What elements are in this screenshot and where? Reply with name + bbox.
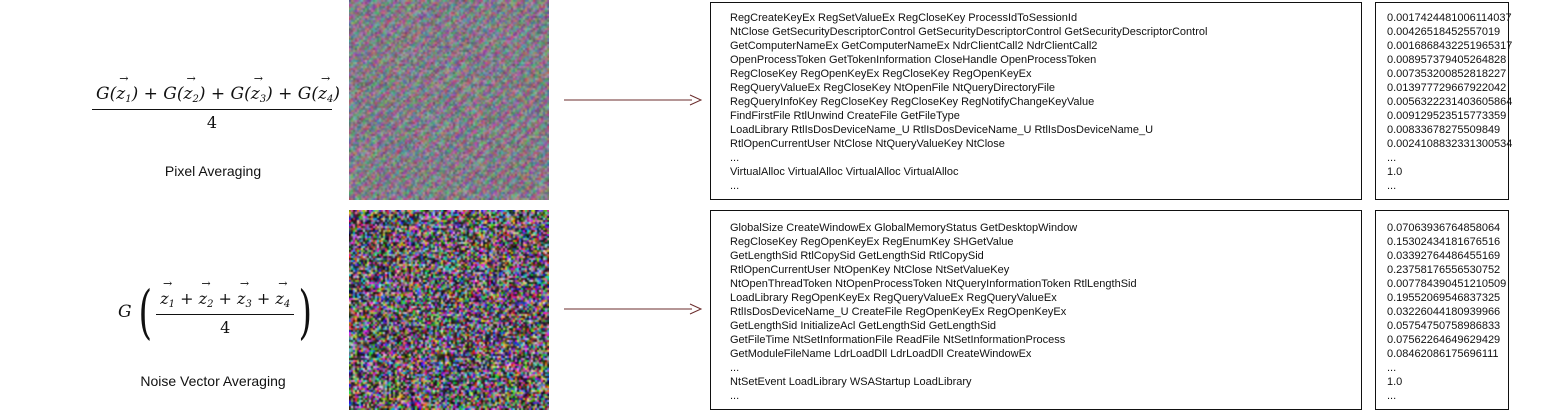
score-value-line: 0.009129523515773359 <box>1387 110 1507 122</box>
api-call-sequence-line: VirtualAlloc VirtualAlloc VirtualAlloc V… <box>730 166 959 178</box>
score-value-line: 0.05754750758986833 <box>1387 320 1501 332</box>
pixel-averaging-values-box: 0.0017424481006114037 0.00426518452557019… <box>1375 2 1513 200</box>
score-value-line: 0.07063936764858064 <box>1387 222 1501 234</box>
api-call-sequence-line: GlobalSize CreateWindowEx GlobalMemorySt… <box>730 222 1078 234</box>
api-call-sequence-line: RtlOpenCurrentUser NtOpenKey NtClose NtS… <box>730 264 1010 276</box>
score-value-line: 0.0017424481006114037 <box>1387 12 1512 24</box>
score-value-line: 0.07562264649629429 <box>1387 334 1501 346</box>
score-value-line: 0.23758176556530752 <box>1387 264 1501 276</box>
api-call-sequence-line: GetLengthSid InitializeAcl GetLengthSid … <box>730 320 997 332</box>
noise-vector-averaging-caption: Noise Vector Averaging <box>140 373 286 389</box>
score-value-line: 0.19552069546837325 <box>1387 292 1501 304</box>
api-call-sequence-line: LoadLibrary RegOpenKeyEx RegQueryValueEx… <box>730 292 1057 304</box>
score-value-line: 1.0 <box>1387 166 1403 178</box>
pixel-averaging-formula: G(z1) + G(z2) + G(z3) + G(z4) 4 <box>92 72 340 132</box>
api-call-sequence-line: ... <box>730 180 740 192</box>
score-value-line: 0.0056322231403605864 <box>1387 96 1513 108</box>
score-value-line: 0.00895737940526482​8 <box>1387 54 1507 66</box>
score-value-line: 0.08462086175696111 <box>1387 348 1499 360</box>
api-call-sequence-line: GetComputerNameEx GetComputerNameEx NdrC… <box>730 40 1098 52</box>
noise-averaging-values-box: 0.07063936764858064 0.15302434181676516 0.… <box>1375 210 1509 410</box>
api-call-sequence-line: RegQueryInfoKey RegCloseKey RegCloseKey … <box>730 96 1095 108</box>
score-value-line: 0.007784390451210509 <box>1387 278 1507 290</box>
api-call-sequence-line: NtSetEvent LoadLibrary WSAStartup LoadLi… <box>730 376 972 388</box>
pixel-averaged-noise-image <box>349 0 549 200</box>
api-call-sequence-line: ... <box>730 362 740 374</box>
api-call-sequence-line: RegCreateKeyEx RegSetValueEx RegCloseKey… <box>730 12 1078 24</box>
score-value-line: 0.15302434181676516 <box>1387 236 1501 248</box>
api-call-sequence-line: GetFileTime NtSetInformationFile ReadFil… <box>730 334 1066 346</box>
pixel-averaging-api-calls-box: RegCreateKeyEx RegSetValueEx RegCloseKey… <box>710 2 1362 200</box>
api-call-sequence-line: RegCloseKey RegOpenKeyEx RegEnumKey SHGe… <box>730 236 1014 248</box>
noise-averaging-api-calls-box: GlobalSize CreateWindowEx GlobalMemorySt… <box>710 210 1362 410</box>
score-value-line: ... <box>1387 152 1397 164</box>
noise-vector-averaged-image <box>349 210 549 410</box>
pixel-averaging-caption: Pixel Averaging <box>164 163 262 179</box>
arrow-to-pixel-calls <box>564 94 703 106</box>
score-value-line: 0.007353200852818227 <box>1387 68 1507 80</box>
arrow-to-noise-calls <box>564 303 703 315</box>
score-value-line: ... <box>1387 362 1397 374</box>
api-call-sequence-line: RegCloseKey RegOpenKeyEx RegCloseKey Reg… <box>730 68 1032 80</box>
score-value-line: 0.00426518452557019 <box>1387 26 1501 38</box>
score-value-line: 1.0 <box>1387 376 1403 388</box>
api-call-sequence-line: RtlIsDosDeviceName_U CreateFile RegOpenK… <box>730 306 1067 318</box>
formula-denominator: 4 <box>220 318 231 337</box>
noise-vector-averaging-formula: G ( z1 + z2 + z3 + z4 4 ) <box>118 277 317 341</box>
api-call-sequence-line: RtlOpenCurrentUser NtClose NtQueryValueK… <box>730 138 1005 150</box>
api-call-sequence-line: OpenProcessToken GetTokenInformation Clo… <box>730 54 1097 66</box>
score-value-line: 0.03226044180939966 <box>1387 306 1501 318</box>
api-call-sequence-line: NtOpenThreadToken NtOpenProcessToken NtQ… <box>730 278 1137 290</box>
score-value-line: 0.00833678275509849 <box>1387 124 1501 136</box>
score-value-line: ... <box>1387 180 1397 192</box>
api-call-sequence-line: ... <box>730 390 740 402</box>
api-call-sequence-line: ... <box>730 152 740 164</box>
api-call-sequence-line: GetLengthSid RtlCopySid GetLengthSid Rtl… <box>730 250 984 262</box>
score-value-line: 0.0024108832331300534 <box>1387 138 1513 150</box>
score-value-line: ... <box>1387 390 1397 402</box>
api-call-sequence-line: FindFirstFile RtlUnwind CreateFile GetFi… <box>730 110 960 122</box>
score-value-line: 0.013977729667922042 <box>1387 82 1507 94</box>
score-value-line: 0.03392764486455169 <box>1387 250 1501 262</box>
api-call-sequence-line: NtClose GetSecurityDescriptorControl Get… <box>730 26 1208 38</box>
api-call-sequence-line: GetModuleFileName LdrLoadDll LdrLoadDll … <box>730 348 1032 360</box>
api-call-sequence-line: LoadLibrary RtlIsDosDeviceName_U RtlIsDo… <box>730 124 1154 136</box>
formula-denominator: 4 <box>206 113 218 132</box>
api-call-sequence-line: RegQueryValueEx RegCloseKey NtOpenFile N… <box>730 82 1056 94</box>
score-value-line: 0.0016868432251965317 <box>1387 40 1513 52</box>
